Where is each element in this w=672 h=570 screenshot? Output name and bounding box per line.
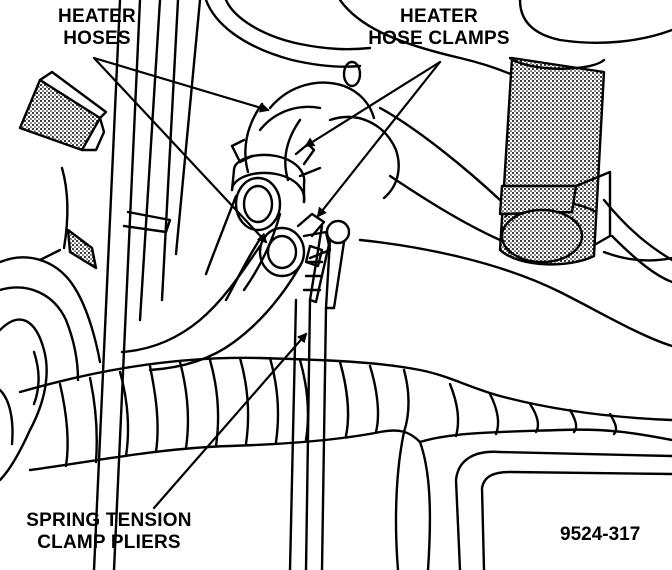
wiring-harness [18,356,672,570]
leader-lines [92,56,442,510]
leader-clamp-pliers [152,332,308,510]
vertical-rods [92,0,202,570]
heater-hose-clamps-label: HEATER HOSE CLAMPS [364,6,514,50]
upper-heater-hose [230,81,376,182]
heater-hoses-label-line-1: HEATER [58,6,136,27]
pliers-label-line-2: CLAMP PLIERS [37,532,181,553]
leader-heater-hoses-upper [92,56,270,113]
heater-hoses-label-line-2: HOSES [63,28,131,49]
pliers-label-line-1: SPRING TENSION [26,510,192,531]
leader-hose-clamps-upper [304,60,442,148]
upper-hose-fitting [204,176,282,292]
clamp-pliers [288,219,351,570]
leader-heater-hoses-lower [92,56,268,244]
figure-number: 9524-317 [560,524,641,545]
heater-hose-clamps-label-line-2: HOSE CLAMPS [368,28,510,49]
lower-heater-hose [120,212,332,372]
upper-clamp [230,142,322,204]
left-bracket [18,70,108,270]
right-cylinder [498,0,672,284]
leader-hose-clamps-lower [316,60,442,218]
left-hose-loop [0,256,102,482]
heater-hoses-label: HEATER HOSES [42,6,152,50]
lower-right-loop [454,450,672,570]
spring-tension-clamp-pliers-label: SPRING TENSION CLAMP PLIERS [6,510,212,554]
heater-hose-clamps-label-line-1: HEATER [400,6,478,27]
